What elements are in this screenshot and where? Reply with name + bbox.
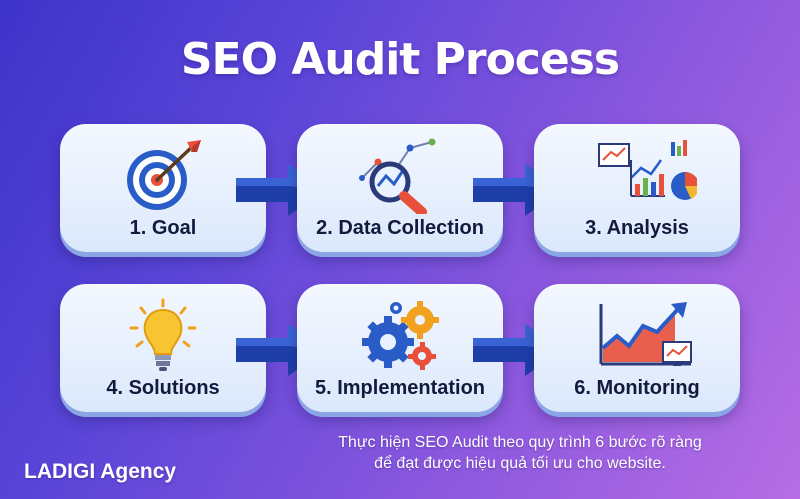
step-card-data-collection: 2. Data Collection bbox=[297, 124, 503, 252]
step-label-goal: 1. Goal bbox=[129, 217, 197, 239]
lightbulb-icon bbox=[129, 298, 197, 371]
step-card-implementation: 5. Implementation bbox=[297, 284, 503, 412]
target-icon bbox=[127, 140, 201, 210]
data-magnifier-icon bbox=[359, 138, 436, 214]
step-card-monitoring: 6. Monitoring bbox=[534, 284, 740, 412]
step-label-solutions: 4. Solutions bbox=[106, 377, 220, 399]
gears-icon bbox=[362, 301, 439, 370]
caption: Thực hiện SEO Audit theo quy trình 6 bướ… bbox=[300, 432, 740, 474]
step-card-solutions: 4. Solutions bbox=[60, 284, 266, 412]
brand-name: LADIGI Agency bbox=[24, 460, 177, 483]
step-label-monitoring: 6. Monitoring bbox=[574, 377, 700, 399]
step-label-analysis: 3. Analysis bbox=[585, 217, 689, 239]
caption-line-1: Thực hiện SEO Audit theo quy trình 6 bướ… bbox=[338, 434, 702, 451]
step-label-data-collection: 2. Data Collection bbox=[316, 217, 484, 239]
step-label-implementation: 5. Implementation bbox=[314, 377, 486, 399]
trend-graph-icon bbox=[599, 302, 692, 366]
charts-icon bbox=[598, 140, 697, 200]
step-card-analysis: 3. Analysis bbox=[534, 124, 740, 252]
page-title: SEO Audit Process bbox=[180, 34, 620, 85]
step-card-goal: 1. Goal bbox=[60, 124, 266, 252]
caption-line-2: để đạt được hiệu quả tối ưu cho website. bbox=[374, 455, 666, 472]
